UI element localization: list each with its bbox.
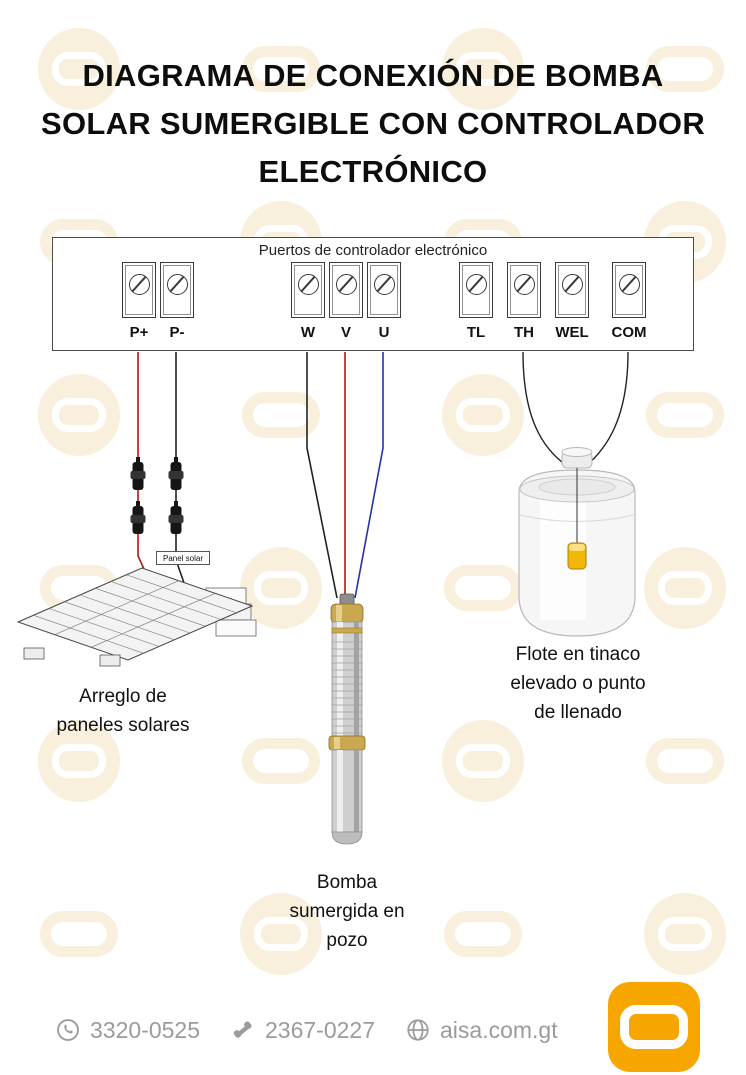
watermark-ring-logo-icon <box>40 565 118 611</box>
port-wel: WEL <box>555 262 589 341</box>
whatsapp-phone-icon <box>57 1019 79 1041</box>
label-pump: Bomba sumergida en pozo <box>289 872 405 951</box>
watermark-circle-logo-icon <box>38 28 120 110</box>
handset-icon <box>233 1021 252 1038</box>
watermark-ring-logo-icon <box>40 911 118 957</box>
port-p-minus: P- <box>160 262 194 341</box>
watermark-ring-logo-icon <box>646 46 724 92</box>
watermark-circle-logo-icon <box>644 893 726 975</box>
controller-title: Puertos de controlador electrónico <box>258 242 488 259</box>
footer-phone-number: 2367-0227 <box>265 1016 375 1043</box>
aisa-logo-ring-icon <box>620 1005 688 1049</box>
globe-icon <box>407 1019 429 1041</box>
port-label: P+ <box>129 324 149 341</box>
terminal-screw-icon <box>507 262 541 318</box>
screw-icon <box>297 274 319 295</box>
watermark-circle-logo-icon <box>442 28 524 110</box>
terminal-screw-icon <box>291 262 325 318</box>
watermark-ring-logo-icon <box>444 565 522 611</box>
label-panel-tag: Panel solar <box>156 551 210 565</box>
footer-phone-whatsapp-number: 3320-0525 <box>90 1016 200 1043</box>
port-label: U <box>378 324 390 341</box>
port-label: W <box>300 324 316 341</box>
watermark-circle-logo-icon <box>240 547 322 629</box>
watermark-circle-logo-icon <box>442 374 524 456</box>
port-th: TH <box>507 262 541 341</box>
screw-icon <box>618 274 640 295</box>
watermark-ring-logo-icon <box>242 46 320 92</box>
footer-website-url: aisa.com.gt <box>440 1016 558 1043</box>
screw-icon <box>128 274 150 295</box>
footer-phone-whatsapp: 3320-0525 <box>55 1017 200 1044</box>
screw-icon <box>561 274 583 295</box>
watermark-ring-logo-icon <box>646 738 724 784</box>
terminal-screw-icon <box>555 262 589 318</box>
page-title: DIAGRAMA DE CONEXIÓN DE BOMBA SOLAR SUME… <box>30 52 716 196</box>
port-w: W <box>291 262 325 341</box>
controller-ports-panel: Puertos de controlador electrónico P+ P-… <box>52 237 694 351</box>
watermark-ring-logo-icon <box>242 392 320 438</box>
title-line: SOLAR SUMERGIBLE CON CONTROLADOR <box>40 106 706 141</box>
watermark-ring-logo-icon <box>646 392 724 438</box>
port-v: V <box>329 262 363 341</box>
port-p-plus: P+ <box>122 262 156 341</box>
port-label: TL <box>466 324 486 341</box>
screw-icon <box>465 274 487 295</box>
title-line: ELECTRÓNICO <box>258 154 488 189</box>
terminal-screw-icon <box>367 262 401 318</box>
terminal-screw-icon <box>329 262 363 318</box>
port-label: P- <box>169 324 185 341</box>
watermark-circle-logo-icon <box>442 720 524 802</box>
footer-contact: 3320-0525 2367-0227 aisa.com.gt <box>55 1010 558 1050</box>
port-tl: TL <box>459 262 493 341</box>
terminal-screw-icon <box>160 262 194 318</box>
port-label: V <box>340 324 351 341</box>
footer-phone: 2367-0227 <box>230 1017 375 1044</box>
terminal-screw-icon <box>122 262 156 318</box>
port-com: COM <box>612 262 647 341</box>
terminal-screw-icon <box>459 262 493 318</box>
port-label: TH <box>514 324 534 341</box>
aisa-logo <box>608 982 700 1072</box>
watermark-circle-logo-icon <box>240 893 322 975</box>
port-label: COM <box>611 324 647 341</box>
watermark-circle-logo-icon <box>38 720 120 802</box>
title-line: DIAGRAMA DE CONEXIÓN DE BOMBA <box>82 58 664 93</box>
watermark-circle-logo-icon <box>38 374 120 456</box>
screw-icon <box>335 274 357 295</box>
watermark-ring-logo-icon <box>444 911 522 957</box>
watermark-ring-logo-icon <box>242 738 320 784</box>
screw-icon <box>373 274 395 295</box>
footer-website: aisa.com.gt <box>405 1017 558 1044</box>
screw-icon <box>166 274 188 295</box>
screw-icon <box>513 274 535 295</box>
port-label: WEL <box>555 324 589 341</box>
watermark-circle-logo-icon <box>644 547 726 629</box>
terminal-screw-icon <box>612 262 646 318</box>
label-solar-array: Arreglo de paneles solares <box>56 686 190 736</box>
label-float: Flote en tinaco elevado o punto de llena… <box>510 644 646 723</box>
port-u: U <box>367 262 401 341</box>
